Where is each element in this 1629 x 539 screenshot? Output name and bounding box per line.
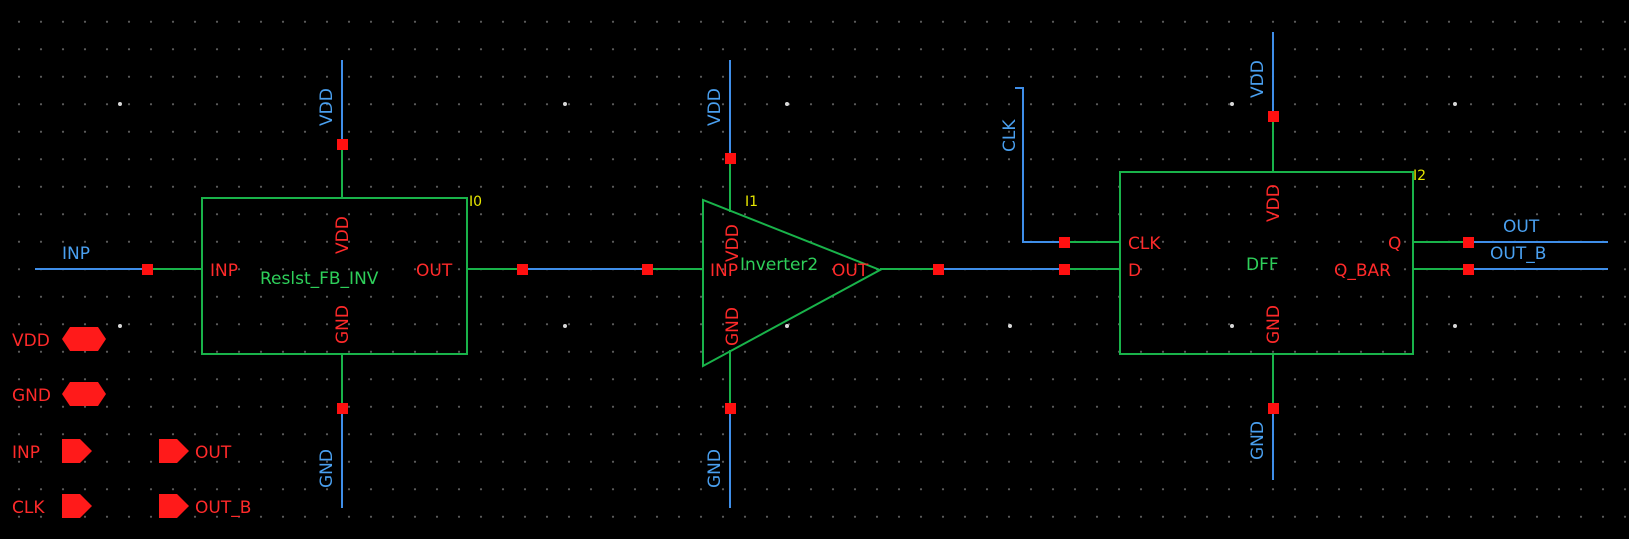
instance-i0[interactable]: Reslst_FB_INV I0 INP OUT VDD GND [147,145,522,408]
pin-marker[interactable] [725,153,736,164]
instance-i0-id: I0 [469,194,482,210]
inout-port-icon [62,382,106,406]
pin-marker[interactable] [142,264,153,275]
port-inp[interactable]: INP [12,439,92,463]
instance-i1-pin-in-label: INP [710,261,738,281]
pin-marker[interactable] [1463,237,1474,248]
input-port-icon [62,494,92,518]
wires [35,32,1608,508]
port-gnd-label: GND [12,386,51,406]
pin-marker[interactable] [517,264,528,275]
pin-marker[interactable] [725,403,736,414]
net-label-i1-gnd: GND [705,449,725,488]
pin-marker[interactable] [337,139,348,150]
inout-port-icon [62,327,106,351]
net-label-i0-gnd: GND [317,449,337,488]
instance-i2[interactable]: DFF I2 CLK D Q Q_BAR VDD GND [1064,116,1468,408]
instance-i2-cell-name: DFF [1246,255,1279,275]
net-label-clk: CLK [1000,119,1020,152]
instance-i1[interactable]: Inverter2 I1 INP OUT VDD GND [647,158,938,408]
instance-i1-pin-gnd-label: GND [723,307,743,346]
port-out-b-label: OUT_B [195,498,251,518]
instance-i0-pin-gnd-label: GND [333,305,353,344]
wire-clk[interactable] [1015,87,1064,243]
pin-marker[interactable] [933,264,944,275]
net-label-i2-gnd: GND [1248,421,1268,460]
instance-i2-id: I2 [1413,168,1426,184]
port-out-label: OUT [195,443,232,463]
port-vdd-label: VDD [12,331,50,351]
net-label-i2-vdd: VDD [1248,60,1268,98]
instance-i2-pin-gnd-label: GND [1264,305,1284,344]
pin-marker[interactable] [642,264,653,275]
ports: VDD GND INP CLK OUT OUT_B [12,327,251,518]
net-label-out-b: OUT_B [1490,244,1546,264]
instance-i2-pin-vdd-label: VDD [1264,184,1284,222]
pin-marker[interactable] [1268,111,1279,122]
net-label-inp: INP [62,244,90,264]
instance-i0-body[interactable] [201,197,468,355]
instance-i2-pin-clk-label: CLK [1128,234,1161,254]
pin-marker[interactable] [1463,264,1474,275]
instance-i2-pin-d-label: D [1128,261,1141,281]
instance-i0-pin-out-label: OUT [416,261,453,281]
net-label-i1-vdd: VDD [705,88,725,126]
instance-i0-cell-name: Reslst_FB_INV [260,269,379,289]
instance-i0-pin-vdd-label: VDD [333,216,353,254]
pin-marker[interactable] [1268,403,1279,414]
output-port-icon [159,494,189,518]
instance-i2-pin-qbar-label: Q_BAR [1334,261,1391,281]
port-vdd[interactable]: VDD [12,327,106,351]
pin-marker[interactable] [1059,264,1070,275]
instance-i2-pin-q-label: Q [1388,234,1401,254]
instance-i1-cell-name: Inverter2 [740,255,818,275]
port-inp-label: INP [12,443,40,463]
net-label-out: OUT [1503,217,1540,237]
pin-marker[interactable] [337,403,348,414]
net-labels: INP OUT OUT_B CLK VDD GND VDD GND VDD GN… [62,60,1546,488]
output-port-icon [159,439,189,463]
port-out[interactable]: OUT [159,439,232,463]
port-out-b[interactable]: OUT_B [159,494,251,518]
instance-i1-pin-out-label: OUT [832,261,869,281]
pin-marker[interactable] [1059,237,1070,248]
grid-major-marks [118,102,1457,328]
instance-i1-id: I1 [745,194,758,210]
port-clk[interactable]: CLK [12,494,92,518]
instance-i2-body[interactable] [1119,171,1414,355]
port-gnd[interactable]: GND [12,382,106,406]
net-label-i0-vdd: VDD [317,88,337,126]
instance-i1-pin-vdd-label: VDD [723,224,743,262]
instance-i0-pin-in-label: INP [210,261,238,281]
pin-markers [142,111,1474,414]
input-port-icon [62,439,92,463]
instance-i1-body[interactable] [702,198,883,368]
port-clk-label: CLK [12,498,45,518]
